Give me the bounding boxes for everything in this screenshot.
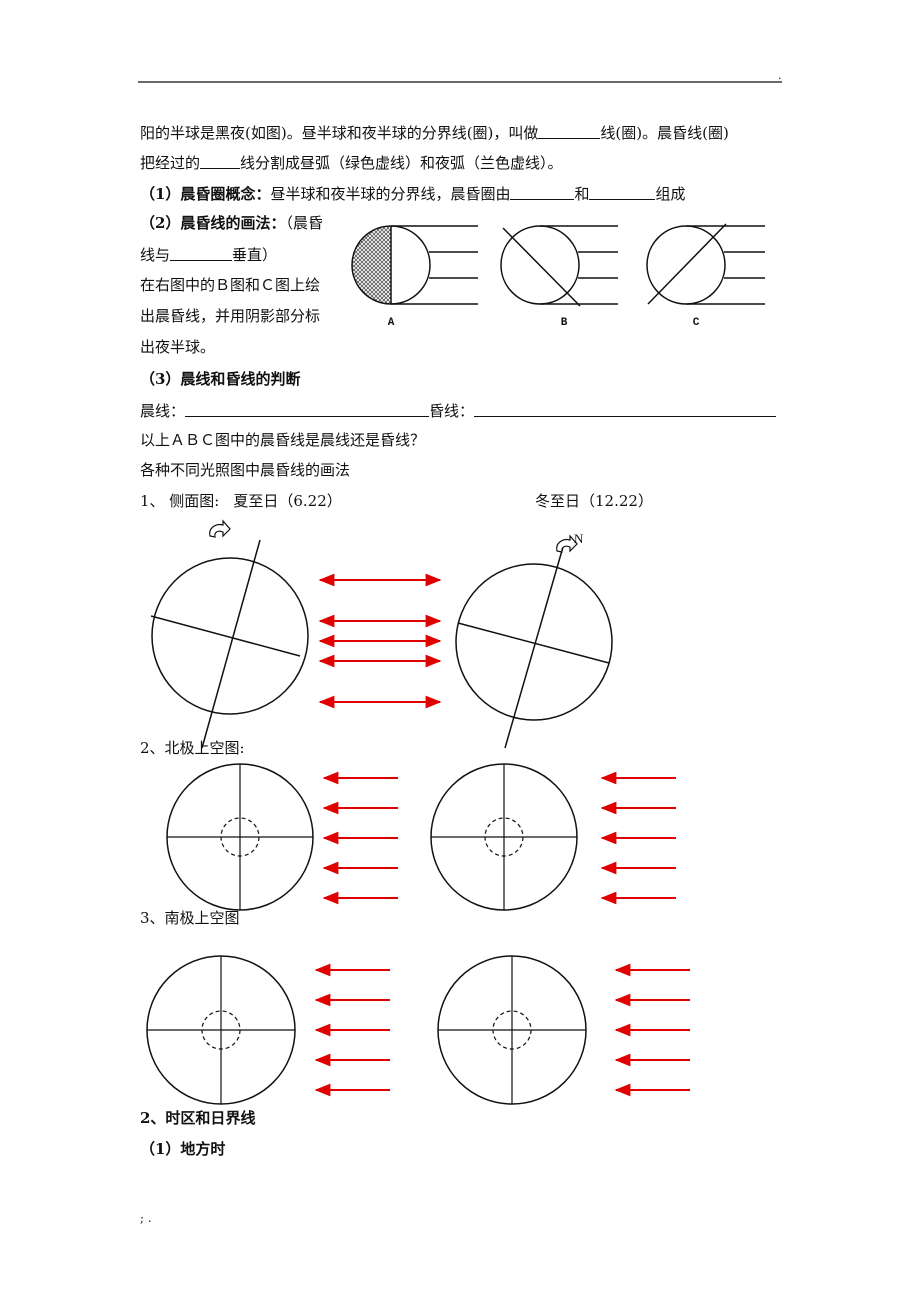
figure-b <box>500 225 618 307</box>
blank-terminator <box>538 124 601 139</box>
section3-heading: （3）晨线和昏线的判断 <box>140 370 301 388</box>
sunlight-arrows-south-1 <box>314 963 390 1097</box>
section1-line: （1）晨昏圈概念：昼半球和夜半球的分界线，晨昏圈由 和 组成 <box>140 185 686 202</box>
sunlight-arrows-side <box>318 573 442 709</box>
polar-circle <box>492 1010 532 1050</box>
section1-text-b: 和 <box>574 185 590 203</box>
section2-text-1: （晨昏 <box>285 214 323 232</box>
section2-text-2a: 线与 <box>140 246 171 264</box>
sunlight-arrows-north-1 <box>322 771 398 905</box>
intro-text-1b: 线(圈)。晨昏线(圈) <box>600 124 729 142</box>
equator-line <box>150 615 301 657</box>
header-mark: . <box>778 69 782 82</box>
rotation-arrow-icon <box>209 519 231 538</box>
diagonal-line <box>647 223 727 305</box>
morning-line-row: 晨线： 昏线： <box>140 402 777 420</box>
night-hemisphere-shade <box>352 226 391 304</box>
section2-line-1: （2）晨昏线的画法：（晨昏 <box>140 216 323 231</box>
section2-heading: （2）晨昏线的画法： <box>140 214 286 232</box>
intro-line-2: 把经过的 线分割成昼弧（绿色虚线）和夜弧（兰色虚线）。 <box>140 154 563 171</box>
north-polar-globe-1 <box>166 763 314 911</box>
section2-line-2: 线与 垂直） <box>140 246 277 263</box>
north-polar-globe-2 <box>430 763 578 911</box>
morning-label: 晨线： <box>140 402 186 420</box>
rotation-arrow-icon <box>556 534 578 553</box>
morning-answer-blank <box>185 402 430 417</box>
intro-text-1a: 阳的半球是黑夜(如图)。昼半球和夜半球的分界线(圈)，叫做 <box>140 124 539 142</box>
blank-parallel <box>200 154 241 169</box>
section2-text-2b: 垂直） <box>232 246 278 264</box>
section2-line-5: 出夜半球。 <box>140 338 216 356</box>
polar-circle <box>220 817 260 857</box>
section2-line-3: 在右图中的Ｂ图和Ｃ图上绘 <box>140 276 321 294</box>
subtitle-line: 各种不同光照图中晨昏线的画法 <box>140 461 351 479</box>
equator-line <box>457 622 610 664</box>
blank-sunray <box>170 246 233 261</box>
side-view-number: 1、 侧面图: <box>140 492 220 510</box>
section4-sub: （1）地方时 <box>140 1140 226 1158</box>
sunlight-arrows-north-2 <box>600 771 676 905</box>
winter-solstice-label: 冬至日（12.22） <box>535 492 653 510</box>
figure-a <box>351 225 478 305</box>
summer-solstice-globe <box>150 539 309 749</box>
section1-heading: （1）晨昏圈概念： <box>140 185 271 203</box>
diagonal-line <box>502 227 581 307</box>
intro-text-2b: 线分割成昼弧（绿色虚线）和夜弧（兰色虚线）。 <box>240 154 563 172</box>
section1-text-c: 组成 <box>655 185 686 203</box>
figure-a-label: A <box>388 317 395 329</box>
earth-axis <box>504 546 564 749</box>
intro-text-2a: 把经过的 <box>140 154 201 172</box>
section4-heading: 2、时区和日界线 <box>140 1109 256 1127</box>
question-line: 以上ＡＢＣ图中的晨昏线是晨线还是昏线？ <box>140 431 426 449</box>
south-view-label: 3、南极上空图 <box>140 909 240 927</box>
blank-morning-line <box>510 185 575 200</box>
blank-evening-line <box>589 185 656 200</box>
section2-line-4: 出晨昏线，并用阴影部分标 <box>140 307 321 325</box>
north-pole-label: N <box>574 531 584 546</box>
figure-c <box>646 223 765 305</box>
polar-circle <box>484 817 524 857</box>
south-polar-globe-2 <box>437 955 587 1105</box>
figure-b-label: B <box>561 317 568 329</box>
north-view-label: 2、北极上空图: <box>140 739 245 757</box>
summer-solstice-label: 夏至日（6.22） <box>233 492 342 510</box>
south-polar-globe-1 <box>146 955 296 1105</box>
side-view-label: 1、 侧面图: 夏至日（6.22） <box>140 494 342 509</box>
footer-mark: ; . <box>140 1211 152 1225</box>
evening-label: 昏线： <box>429 402 475 420</box>
section1-text-a: 昼半球和夜半球的分界线，晨昏圈由 <box>270 185 511 203</box>
earth-axis <box>201 539 261 749</box>
sunlight-arrows-south-2 <box>614 963 690 1097</box>
figure-c-label: C <box>693 317 700 329</box>
winter-solstice-globe <box>455 546 613 749</box>
evening-answer-blank <box>474 402 777 417</box>
polar-circle <box>201 1010 241 1050</box>
intro-line-1: 阳的半球是黑夜(如图)。昼半球和夜半球的分界线(圈)，叫做 线(圈)。晨昏线(圈) <box>140 124 729 141</box>
